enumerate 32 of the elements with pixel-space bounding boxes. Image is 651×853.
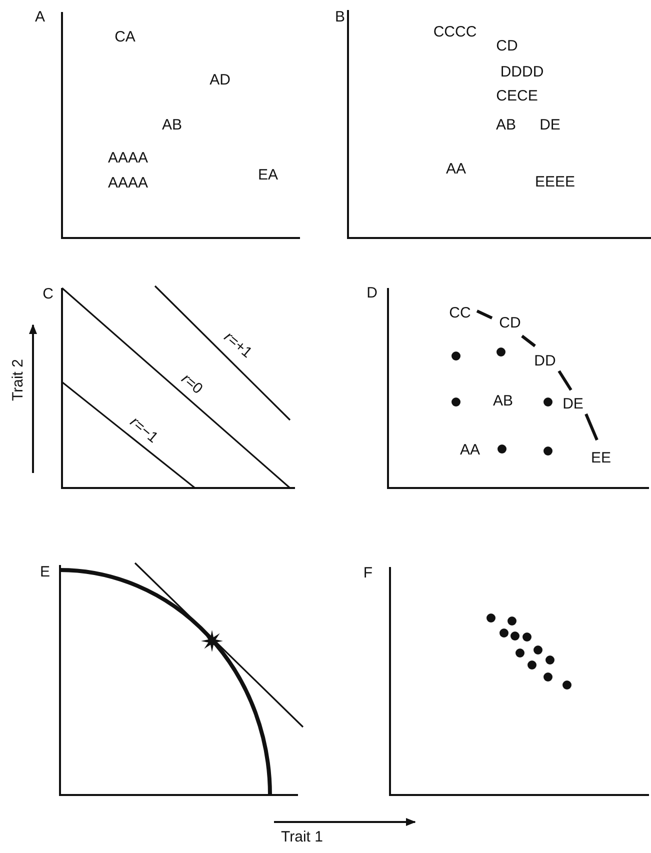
genotype-label: CC: [449, 306, 471, 320]
genotype-label: EEEE: [534, 174, 576, 190]
genotype-label: DD: [534, 354, 556, 368]
axis-title: Trait 2: [10, 359, 26, 401]
genotype-label: CA: [114, 30, 136, 44]
genotype-label: AAAA: [108, 150, 148, 166]
panel-letter: E: [40, 564, 50, 580]
genotype-label: EE: [591, 450, 611, 466]
panel-letter: F: [363, 566, 373, 580]
genotype-label: AB: [496, 118, 516, 132]
genotype-label: CD: [496, 38, 518, 54]
genotype-label: CCCC: [433, 24, 477, 40]
genotype-label: CECE: [496, 88, 538, 104]
line-label: r=−1: [127, 414, 161, 446]
genotype-label: AAAA: [108, 176, 148, 190]
panel-letter: A: [35, 10, 45, 24]
genotype-label: EA: [258, 168, 278, 182]
genotype-label: DE: [540, 118, 560, 132]
genotype-label: AB: [493, 394, 513, 408]
genotype-label: AA: [460, 442, 480, 458]
panel-letter: B: [335, 10, 345, 24]
genotype-label: AD: [210, 72, 230, 88]
panel-letter: D: [366, 286, 378, 300]
genotype-label: DE: [562, 396, 584, 412]
genotype-label: AB: [162, 118, 182, 132]
panel-letter: C: [42, 286, 54, 302]
genotype-label: DDDD: [500, 64, 544, 80]
line-label: r=+1: [221, 329, 255, 361]
line-label: r=0: [178, 371, 206, 397]
genotype-label: AA: [446, 162, 466, 176]
genotype-label: CD: [499, 316, 521, 330]
axis-title: Trait 1: [281, 830, 323, 844]
